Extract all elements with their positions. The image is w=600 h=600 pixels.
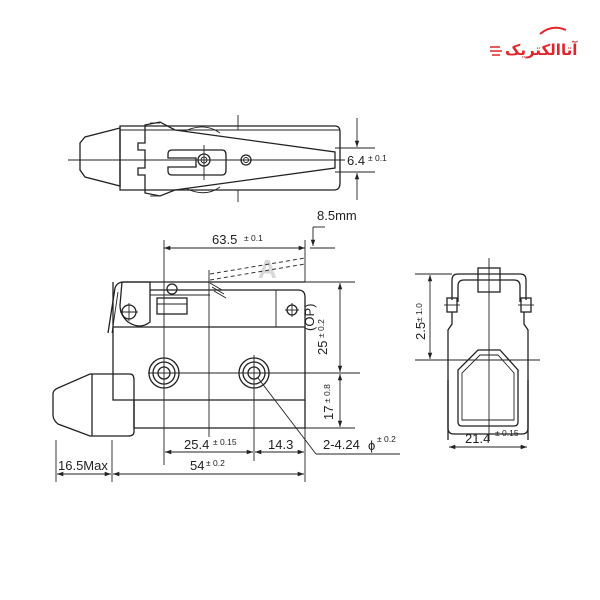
brand-logo: آتاالکتریک: [490, 26, 578, 59]
side-view: 2.5 ± 1.0 21.4 ± 0.15: [413, 258, 540, 450]
dim-54: 54 ± 0.2: [190, 458, 225, 473]
svg-text:± 0.15: ± 0.15: [213, 437, 237, 447]
svg-text:± 0.1: ± 0.1: [244, 233, 263, 243]
dim-25-4: 25.4 ± 0.15: [184, 437, 237, 452]
watermark: A: [258, 254, 277, 284]
svg-text:± 0.15: ± 0.15: [495, 428, 519, 438]
svg-text:17: 17: [321, 406, 336, 420]
svg-text:25.4: 25.4: [184, 437, 209, 452]
top-view: 6.4 ± 0.1: [68, 115, 387, 202]
svg-text:± 1.0: ± 1.0: [414, 303, 424, 322]
svg-text:± 0.2: ± 0.2: [316, 319, 326, 338]
dim-8-5mm: 8.5mm: [317, 208, 357, 223]
dim-hole-diameter: 2-4.24 ϕ ± 0.2: [323, 434, 396, 453]
svg-text:± 0.2: ± 0.2: [377, 434, 396, 444]
svg-text:2.5: 2.5: [413, 322, 428, 340]
dim-21-4: 21.4 ± 0.15: [465, 428, 519, 446]
svg-text:± 0.2: ± 0.2: [206, 458, 225, 468]
svg-text:21.4: 21.4: [465, 431, 490, 446]
svg-text:6.4: 6.4: [347, 153, 365, 168]
dim-17: 17 ± 0.8: [321, 384, 336, 420]
svg-text:ϕ: ϕ: [368, 438, 375, 453]
logo-text: آتاالکتریک: [505, 41, 578, 59]
dim-2-5: 2.5 ± 1.0: [413, 303, 428, 340]
svg-text:25: 25: [315, 341, 330, 355]
svg-text:54: 54: [190, 458, 204, 473]
front-view: A: [52, 208, 400, 482]
svg-text:63.5: 63.5: [212, 232, 237, 247]
svg-text:± 0.1: ± 0.1: [368, 153, 387, 163]
dim-op-25: 25 ± 0.2 (OP): [302, 304, 330, 355]
svg-text:2-4.24: 2-4.24: [323, 437, 360, 452]
svg-text:(OP): (OP): [302, 304, 317, 331]
dim-14-3: 14.3: [268, 437, 293, 452]
svg-text:± 0.8: ± 0.8: [322, 384, 332, 403]
dim-63-5: 63.5 ± 0.1: [212, 232, 263, 247]
dim-16-5max: 16.5Max: [58, 458, 108, 473]
dim-6-4: 6.4 ± 0.1: [347, 153, 387, 168]
